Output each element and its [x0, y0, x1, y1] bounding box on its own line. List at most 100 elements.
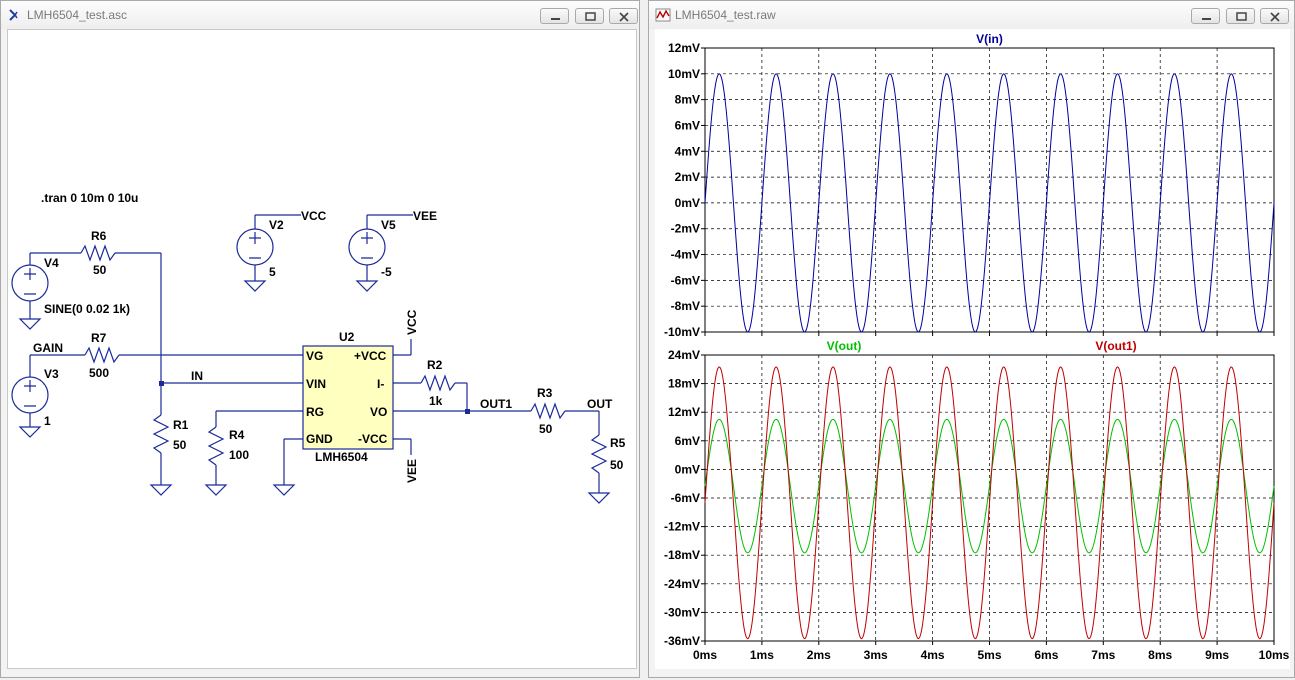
- y-tick-label: 24mV: [668, 348, 700, 362]
- minimize-icon: [1202, 18, 1211, 20]
- v2-value: 5: [269, 265, 276, 279]
- close-icon: [619, 12, 629, 22]
- v4-value: SINE(0 0.02 1k): [44, 302, 130, 316]
- pin-vg: VG: [306, 349, 323, 363]
- x-tick-label: 7ms: [1091, 648, 1115, 662]
- y-tick-label: 12mV: [668, 405, 700, 419]
- net-out1: OUT1: [480, 397, 512, 411]
- r2-value: 1k: [429, 394, 443, 408]
- schematic-titlebar[interactable]: LMH6504_test.asc: [1, 1, 639, 29]
- maximize-button[interactable]: [575, 8, 604, 24]
- minimize-button[interactable]: [540, 8, 569, 24]
- y-tick-label: -10mV: [664, 325, 700, 339]
- x-tick-label: 1ms: [750, 648, 774, 662]
- u2-name: U2: [339, 330, 355, 344]
- waveform-titlebar[interactable]: LMH6504_test.raw: [649, 1, 1294, 29]
- x-tick-label: 5ms: [977, 648, 1001, 662]
- schematic-title: LMH6504_test.asc: [27, 8, 128, 22]
- y-tick-label: 18mV: [668, 377, 700, 391]
- legend-vout1: V(out1): [1095, 339, 1136, 353]
- y-tick-label: 2mV: [675, 170, 700, 184]
- v5-name: V5: [381, 218, 396, 232]
- net-vee-pin: VEE: [405, 459, 419, 483]
- pin-vo: VO: [370, 405, 387, 419]
- schematic-window[interactable]: LMH6504_test.asc: [0, 0, 640, 678]
- y-tick-label: -6mV: [671, 273, 700, 287]
- y-tick-label: -36mV: [664, 634, 700, 648]
- close-button[interactable]: [1260, 8, 1289, 24]
- y-tick-label: 6mV: [675, 434, 700, 448]
- x-tick-label: 9ms: [1205, 648, 1229, 662]
- y-tick-label: -12mV: [664, 520, 700, 534]
- maximize-icon: [585, 12, 596, 21]
- v2-name: V2: [269, 218, 284, 232]
- y-tick-label: -6mV: [671, 491, 700, 505]
- r5-name: R5: [610, 436, 626, 450]
- r6-name: R6: [91, 229, 107, 243]
- net-in: IN: [191, 369, 203, 383]
- y-tick-label: 8mV: [675, 93, 700, 107]
- v4-name: V4: [44, 256, 59, 270]
- minimize-button[interactable]: [1191, 8, 1220, 24]
- r6-value: 50: [93, 263, 107, 277]
- plot-frame: [704, 47, 1275, 333]
- r5-value: 50: [610, 458, 624, 472]
- r3-value: 50: [539, 422, 553, 436]
- v3-value: 1: [44, 414, 51, 428]
- u2-part: LMH6504: [315, 450, 368, 464]
- r7-name: R7: [91, 331, 107, 345]
- r2-name: R2: [427, 358, 443, 372]
- r1-value: 50: [173, 438, 187, 452]
- maximize-button[interactable]: [1226, 8, 1255, 24]
- net-gain: GAIN: [33, 341, 63, 355]
- pin-iminus: I-: [377, 377, 384, 391]
- r4-name: R4: [229, 428, 245, 442]
- pin-rg: RG: [306, 405, 324, 419]
- y-tick-label: -18mV: [664, 548, 700, 562]
- schematic-drawing: .tran 0 10m 0 10u R6 50 V4 SINE(0 0.02 1…: [11, 191, 626, 504]
- net-vcc-label: VCC: [301, 209, 327, 223]
- x-tick-label: 10ms: [1259, 648, 1290, 662]
- y-tick-label: -2mV: [671, 222, 700, 236]
- v3-name: V3: [44, 367, 59, 381]
- sim-directive: .tran 0 10m 0 10u: [41, 191, 138, 205]
- y-tick-label: 4mV: [675, 144, 700, 158]
- x-tick-label: 6ms: [1034, 648, 1058, 662]
- close-button[interactable]: [609, 8, 638, 24]
- trace-vin: [704, 73, 1275, 333]
- net-vee-label: VEE: [413, 209, 437, 223]
- y-tick-label: -4mV: [671, 248, 700, 262]
- maximize-icon: [1236, 12, 1247, 21]
- y-tick-label: -8mV: [671, 299, 700, 313]
- legend-vin: V(in): [976, 32, 1003, 46]
- waveform-title: LMH6504_test.raw: [675, 8, 776, 22]
- r4-value: 100: [229, 448, 249, 462]
- y-tick-label: 0mV: [675, 196, 700, 210]
- x-tick-label: 4ms: [921, 648, 945, 662]
- y-tick-label: -30mV: [664, 605, 700, 619]
- r1-name: R1: [173, 418, 189, 432]
- y-tick-label: 6mV: [675, 118, 700, 132]
- schematic-canvas[interactable]: .tran 0 10m 0 10u R6 50 V4 SINE(0 0.02 1…: [7, 29, 637, 669]
- schematic-app-icon: [9, 9, 18, 21]
- minimize-icon: [551, 18, 560, 20]
- waveform-window[interactable]: LMH6504_test.raw 12mV 10mV 8mV 6mV 4mV 2mV 0mV…: [648, 0, 1295, 678]
- pin-nvcc: -VCC: [358, 432, 388, 446]
- waveform-plots: 12mV 10mV 8mV 6mV 4mV 2mV 0mV -2mV -4mV -6mV -8mV -…: [664, 32, 1290, 662]
- trace-vout: [704, 418, 1275, 554]
- y-tick-label: -24mV: [664, 577, 700, 591]
- r7-value: 500: [89, 366, 109, 380]
- y-tick-label: 12mV: [668, 41, 700, 55]
- x-tick-label: 2ms: [807, 648, 831, 662]
- y-tick-label: 10mV: [668, 67, 700, 81]
- trace-vout1: [704, 366, 1275, 640]
- x-tick-label: 3ms: [864, 648, 888, 662]
- waveform-canvas[interactable]: 12mV 10mV 8mV 6mV 4mV 2mV 0mV -2mV -4mV -6mV -8mV -…: [655, 29, 1290, 669]
- pin-gnd: GND: [306, 432, 333, 446]
- x-tick-label: 8ms: [1148, 648, 1172, 662]
- x-tick-label: 0ms: [693, 648, 717, 662]
- pin-vin: VIN: [306, 377, 326, 391]
- v5-value: -5: [381, 265, 392, 279]
- waveform-app-icon: [655, 8, 671, 22]
- r3-name: R3: [537, 386, 553, 400]
